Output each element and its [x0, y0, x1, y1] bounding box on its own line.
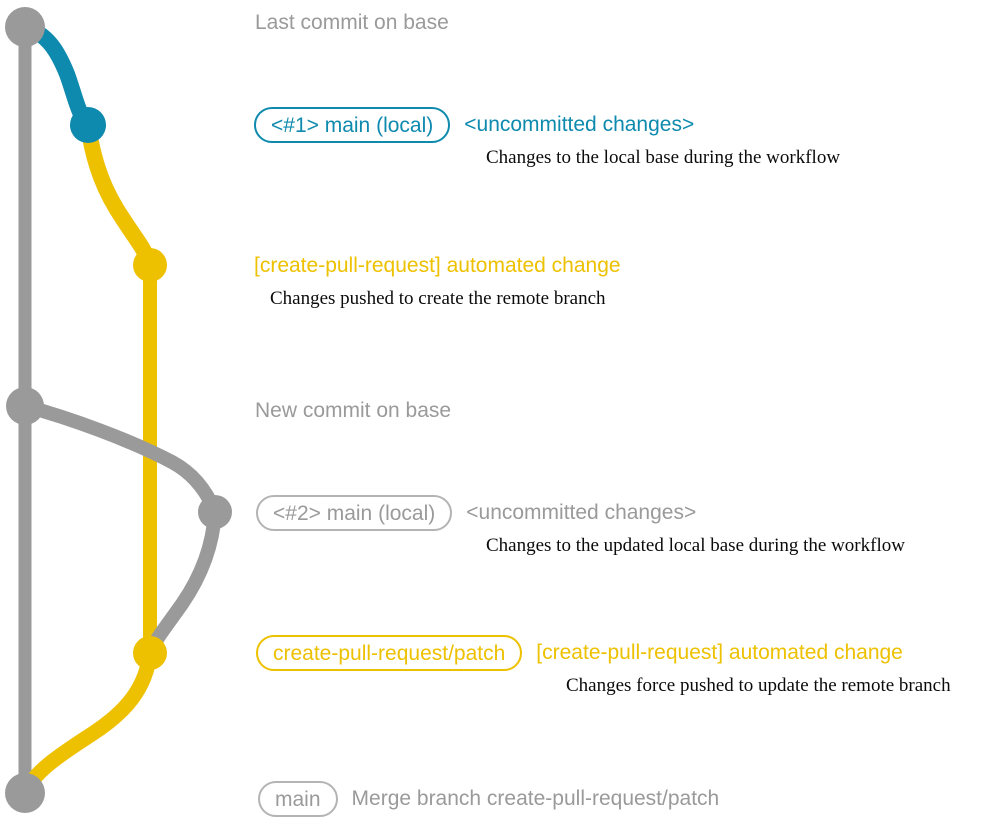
cpr-2-subtitle: Changes force pushed to update the remot…	[566, 675, 951, 696]
row-merge: main Merge branch create-pull-request/pa…	[258, 781, 719, 817]
edge-cpr2-to-merge	[17, 645, 158, 801]
commit-node-base-new-commit	[6, 387, 44, 425]
branch-pill-local-2[interactable]: <#2> main (local)	[256, 495, 453, 531]
row-new-commit: New commit on base	[255, 393, 451, 429]
row-last-commit: Last commit on base	[255, 5, 449, 41]
branch-pill-local-1[interactable]: <#1> main (local)	[254, 107, 451, 143]
cpr-1-subtitle: Changes pushed to create the remote bran…	[270, 288, 606, 309]
local-1-subtitle: Changes to the local base during the wor…	[486, 147, 841, 168]
row-cpr-2: create-pull-request/patch [create-pull-r…	[256, 635, 951, 697]
row-local-2: <#2> main (local) <uncommitted changes> …	[256, 495, 905, 557]
edge-local1-to-cpr1	[80, 117, 158, 273]
cpr-2-headline: [create-pull-request] automated change	[536, 641, 903, 664]
commit-node-base-head	[5, 7, 45, 47]
new-commit-headline: New commit on base	[255, 399, 452, 422]
branch-pill-main[interactable]: main	[258, 781, 338, 817]
cpr-1-headline: [create-pull-request] automated change	[254, 254, 621, 277]
commit-node-cpr-commit-2	[133, 636, 167, 670]
local-2-headline: <uncommitted changes>	[466, 501, 697, 524]
row-cpr-1: [create-pull-request] automated change C…	[254, 248, 621, 310]
last-commit-headline: Last commit on base	[255, 11, 449, 34]
local-2-subtitle: Changes to the updated local base during…	[486, 535, 905, 556]
branch-pill-create-pull-request-patch[interactable]: create-pull-request/patch	[256, 635, 523, 671]
local-1-headline: <uncommitted changes>	[464, 113, 695, 136]
commit-node-local-1	[70, 107, 106, 143]
merge-headline: Merge branch create-pull-request/patch	[351, 787, 720, 810]
row-local-1: <#1> main (local) <uncommitted changes> …	[254, 107, 840, 169]
commit-node-base-merge	[5, 773, 45, 813]
commit-node-local-2	[198, 495, 232, 529]
commit-node-cpr-commit-1	[133, 248, 167, 282]
edge-base-to-local1	[17, 19, 96, 133]
edge-base-to-local2	[18, 399, 222, 519]
edge-local2-to-cpr2	[143, 505, 222, 660]
